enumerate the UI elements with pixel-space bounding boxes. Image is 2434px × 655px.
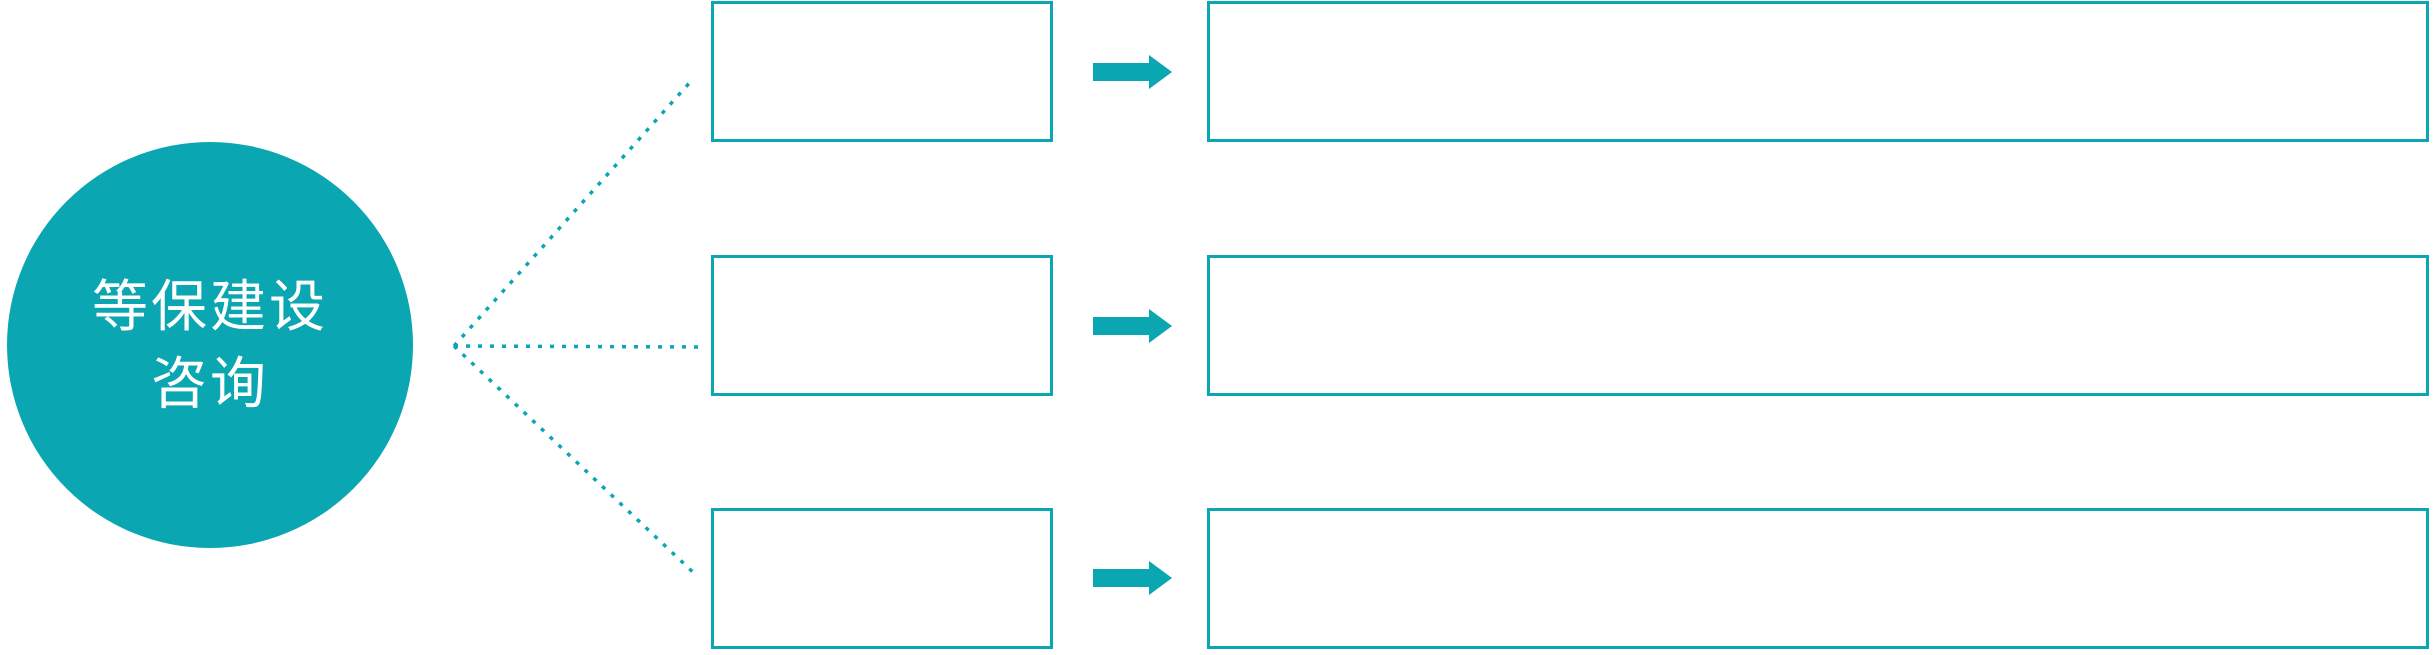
dotted-connector-bottom-icon	[452, 344, 699, 578]
right-arrow-icon	[1093, 561, 1172, 595]
root-node-circle: 等保建设 咨询	[7, 142, 413, 548]
right-arrow-icon	[1093, 55, 1172, 89]
right-arrow-icon	[1093, 309, 1172, 343]
root-node-label-line1: 等保建设	[92, 274, 328, 338]
dotted-connector-middle-icon	[453, 344, 703, 349]
dotted-connector-top-icon	[452, 78, 694, 348]
root-node-label: 等保建设 咨询	[92, 268, 328, 423]
branch-box-1	[711, 1, 1053, 142]
root-node-label-line2: 咨询	[151, 352, 269, 415]
detail-box-3	[1207, 508, 2429, 649]
detail-box-1	[1207, 1, 2429, 142]
branch-box-2	[711, 255, 1053, 396]
branch-box-3	[711, 508, 1053, 649]
detail-box-2	[1207, 255, 2429, 396]
